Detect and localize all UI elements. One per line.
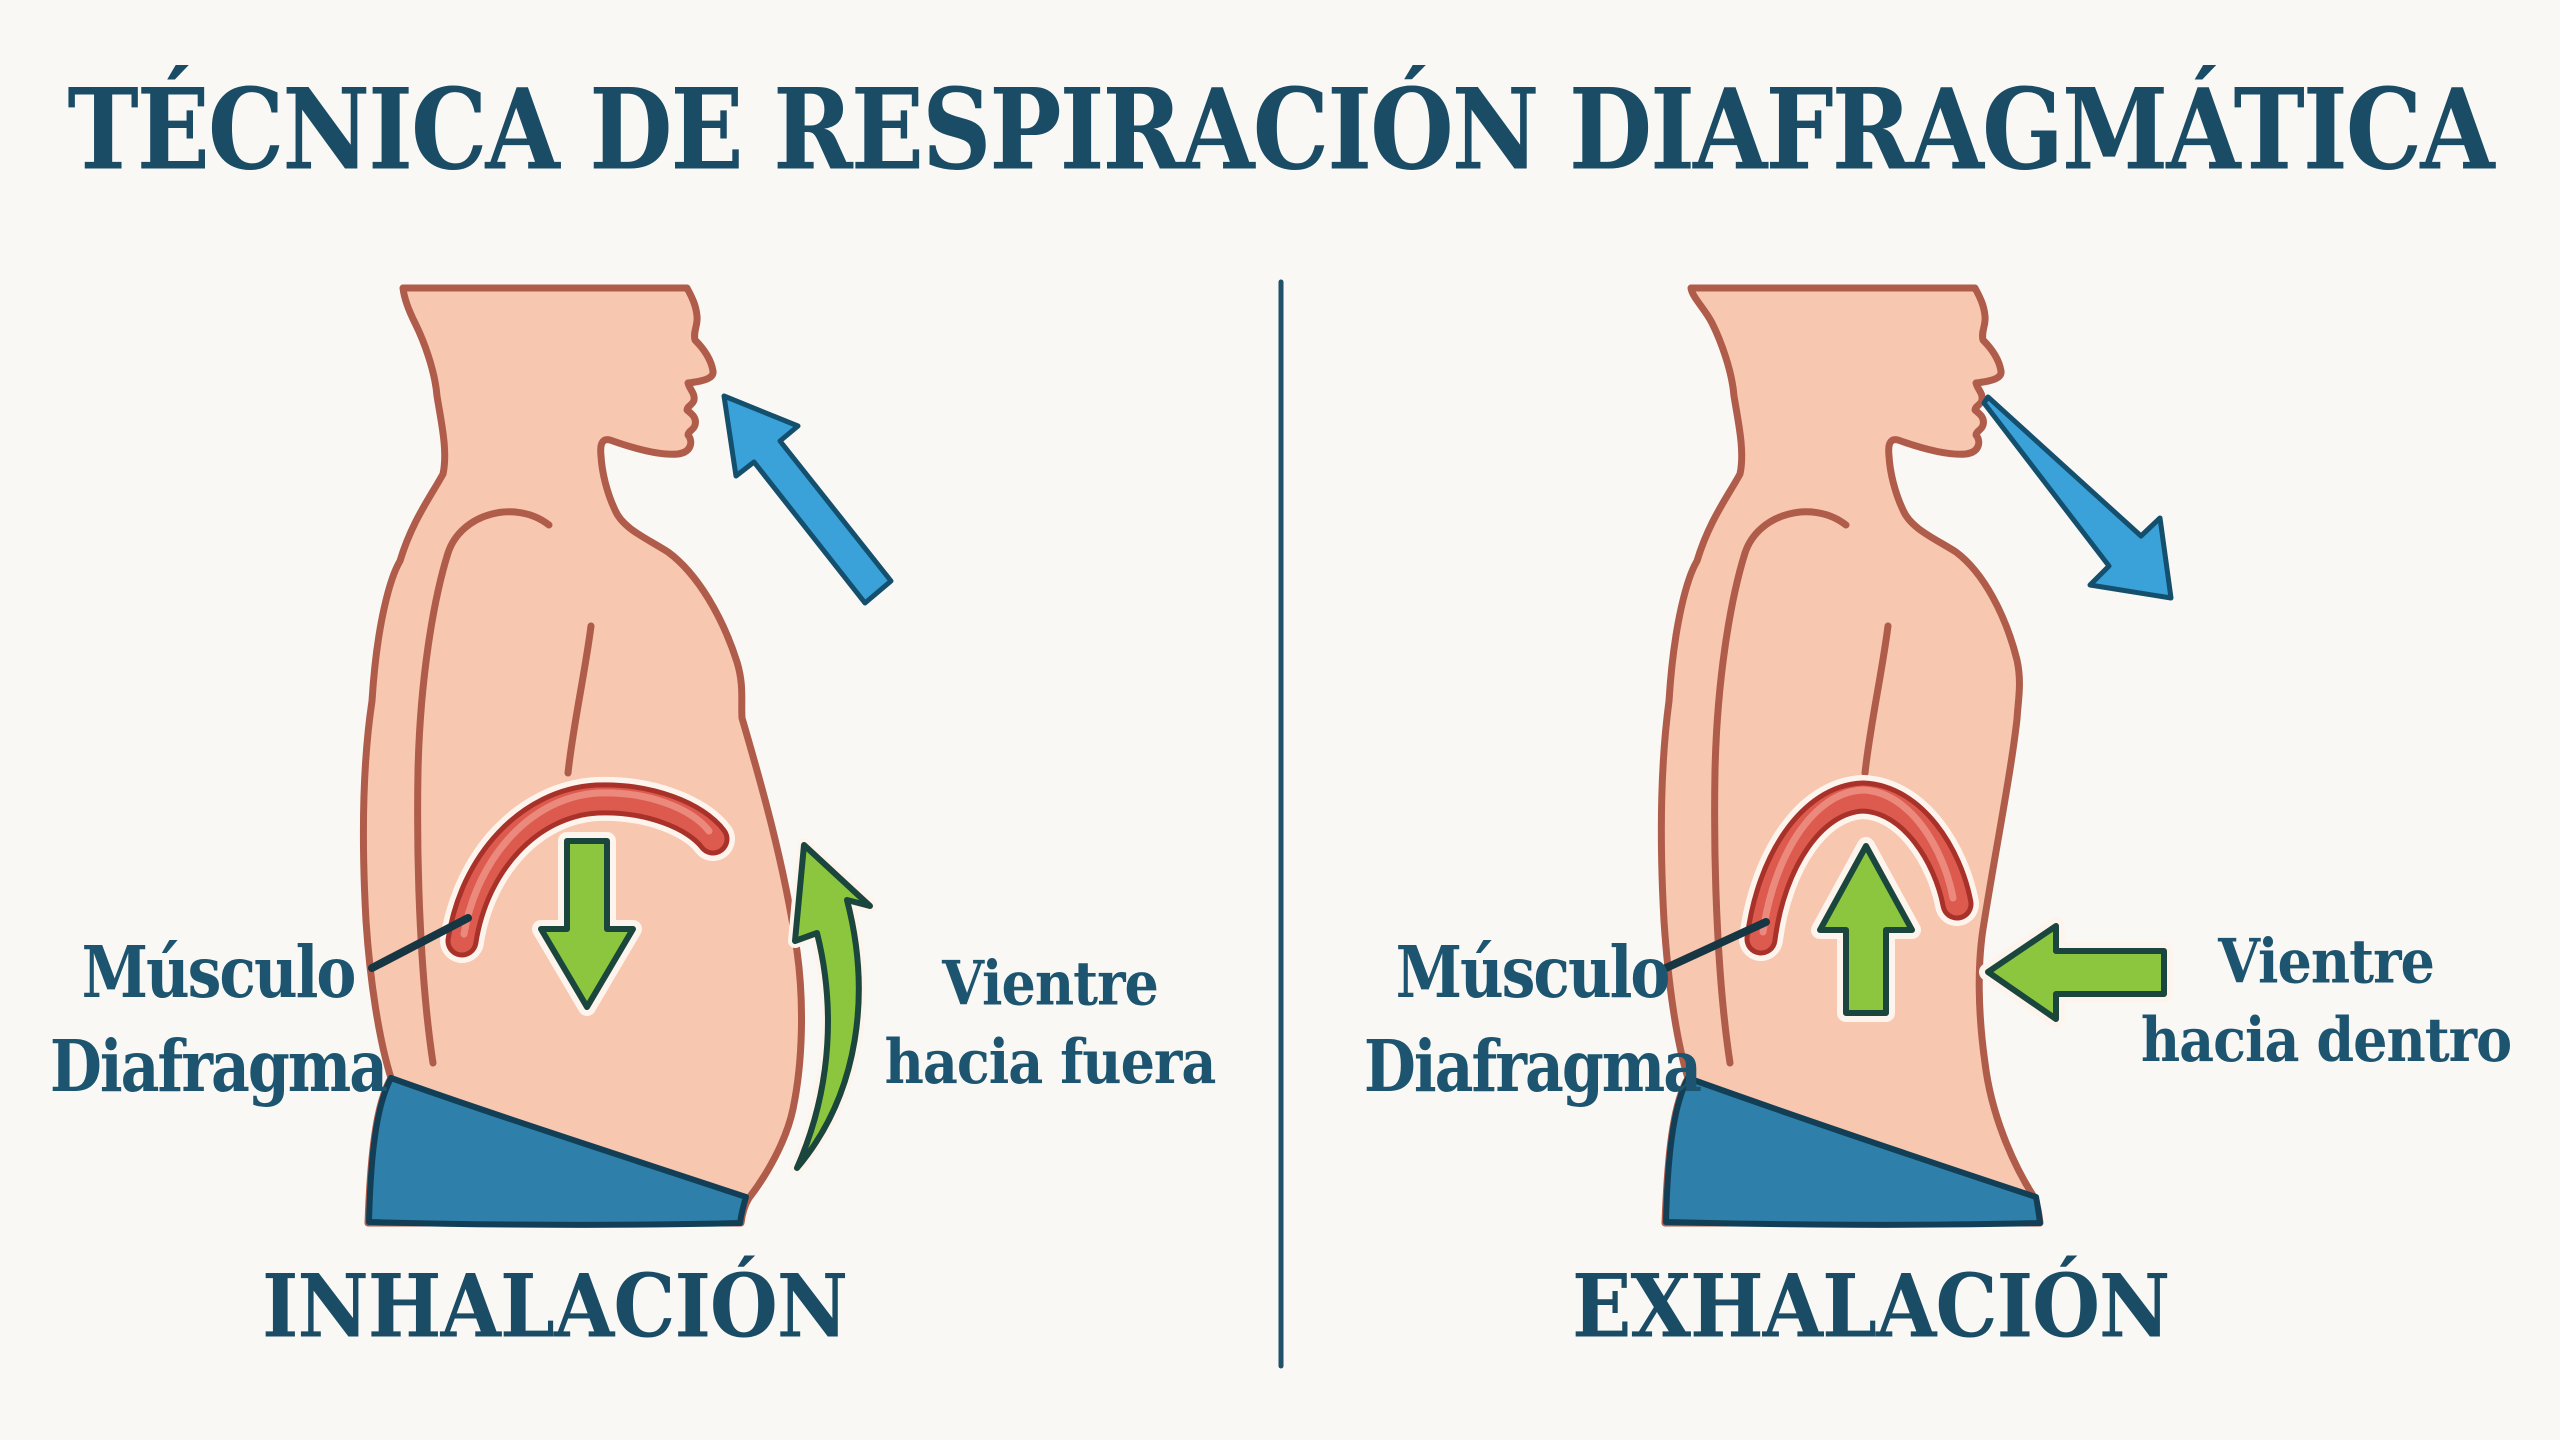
underwear [366, 1075, 749, 1228]
page-title: TÉCNICA DE RESPIRACIÓN DIAFRAGMÁTICA [67, 64, 2494, 196]
torso-outline [1657, 284, 2044, 1227]
chest-line [1861, 622, 1892, 777]
label-diaphragm-muscle-inhalation: Músculo Diafragma [48, 926, 388, 1115]
label-line: Músculo [81, 931, 357, 1015]
chest-line [564, 622, 595, 777]
belly-inward-arrow-icon [1979, 917, 2173, 1028]
label-diaphragm-muscle-exhalation: Músculo Diafragma [1362, 926, 1702, 1115]
diaphragm-down-arrow-icon [532, 832, 642, 1016]
belly-outward-arrow-icon [788, 838, 877, 1175]
label-line: Vientre [2218, 925, 2435, 998]
caption-inhalation: INHALACIÓN [262, 1256, 848, 1358]
label-line: Diafragma [1363, 1026, 1702, 1109]
exhale-air-arrow-icon [1981, 394, 2174, 601]
shoulder-arm-line [414, 508, 553, 1067]
label-line: hacia fuera [884, 1025, 1217, 1098]
inhale-air-arrow-icon [721, 393, 894, 606]
diaphragm-muscle [440, 776, 735, 963]
diaphragm-muscle [1739, 774, 1979, 961]
exhalation-figure [1657, 284, 2174, 1228]
label-line: hacia dentro [2140, 1003, 2512, 1076]
diaphragm-pointer-line [1662, 918, 1770, 972]
label-line: Vientre [942, 947, 1159, 1020]
caption-exhalation: EXHALACIÓN [1572, 1256, 2170, 1358]
label-belly-inward: Vientre hacia dentro [2136, 922, 2516, 1079]
diaphragm-pointer-line [368, 914, 472, 972]
inhalation-figure [359, 284, 894, 1228]
diaphragm-up-arrow-icon [1811, 837, 1921, 1022]
label-line: Diafragma [49, 1026, 388, 1109]
label-belly-outward: Vientre hacia fuera [860, 944, 1240, 1101]
shoulder-arm-line [1711, 508, 1850, 1067]
underwear [1663, 1075, 2043, 1228]
label-line: Músculo [1395, 931, 1671, 1015]
